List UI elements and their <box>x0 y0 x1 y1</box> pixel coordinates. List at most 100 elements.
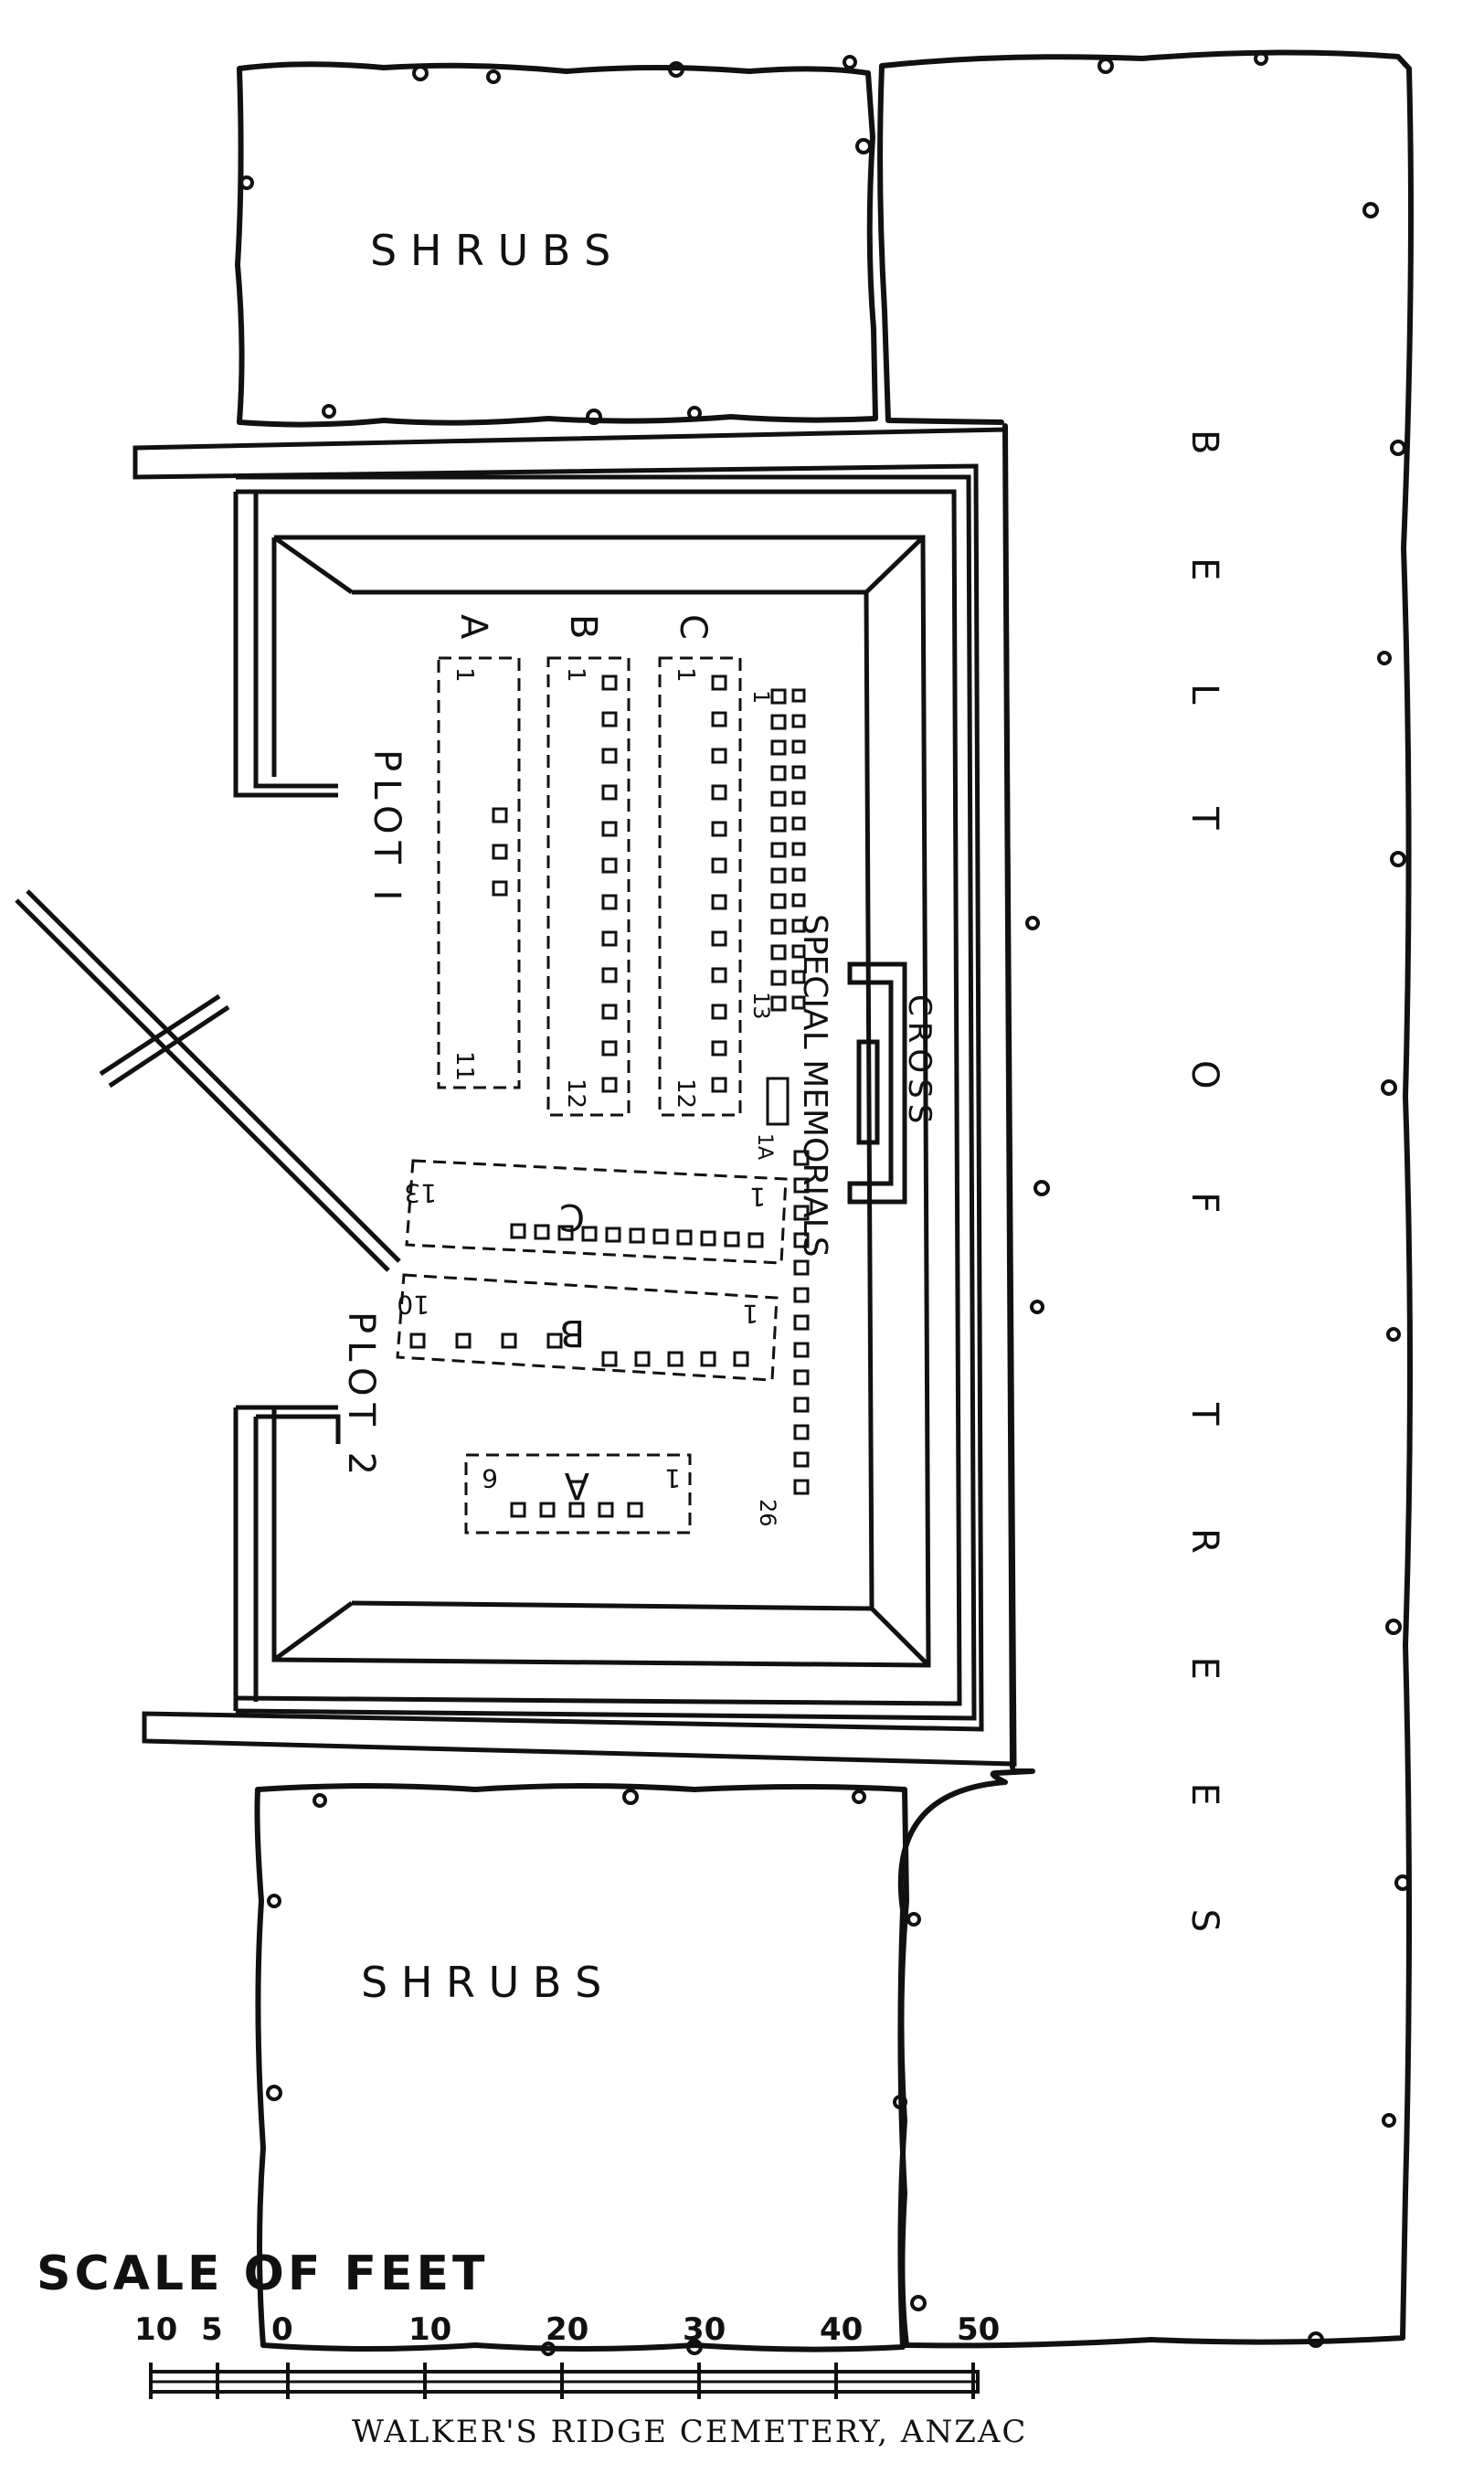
cross-monument <box>847 961 907 1205</box>
plot2-row-a <box>464 1453 692 1535</box>
grave-marker <box>791 791 806 805</box>
special-num-26: 26 <box>755 1499 780 1527</box>
grave-marker <box>793 1342 810 1358</box>
grave-marker <box>770 995 787 1012</box>
shrubs-top-label: S H R U B S <box>370 226 610 275</box>
grave-marker <box>601 930 618 947</box>
plot2-rows <box>396 1159 788 1535</box>
grave-marker <box>770 919 787 935</box>
grave-marker <box>700 1351 716 1367</box>
plot2-row-c-last: 13 <box>404 1178 437 1208</box>
plot1-row-c-last: 12 <box>672 1078 699 1109</box>
special-num-13: 13 <box>748 992 774 1020</box>
plot2-row-c <box>405 1159 788 1265</box>
grave-marker <box>568 1502 585 1518</box>
plot1-graves <box>492 674 727 1093</box>
terrace-inner <box>351 589 874 1611</box>
plot2-row-a-last: 6 <box>482 1463 498 1493</box>
grave-marker <box>601 967 618 983</box>
entrance-left-bottom <box>233 1405 341 1711</box>
grave-marker <box>601 674 618 691</box>
grave-marker <box>791 765 806 780</box>
grave-marker <box>546 1333 563 1349</box>
plot1-row-b-first: 1 <box>562 667 589 683</box>
wall-line-2 <box>235 474 977 1721</box>
hedge-bottom-left <box>254 1783 909 2352</box>
shrubs-bottom-label: S H R U B S <box>361 1958 601 2007</box>
grave-marker <box>791 867 806 882</box>
grave-marker <box>747 1232 764 1248</box>
grave-marker <box>793 1451 810 1468</box>
grave-marker <box>793 1232 810 1248</box>
grave-marker <box>791 688 806 703</box>
plot1-row-a-first: 1 <box>450 667 478 683</box>
grave-marker <box>770 867 787 884</box>
grave-marker <box>711 930 727 947</box>
grave-marker <box>711 821 727 837</box>
grave-marker <box>733 1351 749 1367</box>
grave-marker <box>770 739 787 756</box>
grave-marker <box>770 791 787 807</box>
plot1-row-b-last: 12 <box>562 1078 589 1109</box>
grave-marker <box>711 784 727 801</box>
plot1-row-c <box>658 656 742 1117</box>
grave-marker <box>510 1502 526 1518</box>
grave-marker <box>770 688 787 705</box>
scale-tick-label: 30 <box>683 2311 726 2348</box>
scale-tick-label: 10 <box>408 2311 451 2348</box>
grave-marker <box>793 1205 810 1221</box>
grave-marker <box>793 1287 810 1303</box>
grave-marker <box>711 894 727 910</box>
grave-marker <box>793 1150 810 1166</box>
plot2-row-b-last: 10 <box>397 1290 429 1320</box>
grave-marker <box>557 1225 574 1241</box>
grave-marker <box>793 1177 810 1194</box>
grave-marker <box>770 893 787 909</box>
grave-marker <box>409 1333 426 1349</box>
plot2-row-a-first: 1 <box>664 1463 681 1493</box>
entrance-left-top <box>233 492 338 798</box>
grave-marker <box>791 816 806 831</box>
plot2-row-a-letter: A <box>564 1464 589 1506</box>
plot1-row-a <box>437 656 521 1089</box>
plot1-label: PLOT I <box>366 749 408 908</box>
grave-marker <box>510 1223 526 1239</box>
grave-marker <box>711 1040 727 1057</box>
hedge-top-left <box>235 61 878 428</box>
grave-marker <box>724 1231 740 1248</box>
grave-marker <box>601 821 618 837</box>
grave-marker <box>598 1502 614 1518</box>
grave-marker <box>601 857 618 874</box>
grave-marker <box>492 880 508 897</box>
plot2-row-b-letter: B <box>560 1312 585 1354</box>
grave-marker <box>791 944 806 959</box>
grave-marker <box>793 1314 810 1331</box>
grave-marker <box>793 1479 810 1495</box>
grave-marker <box>711 1077 727 1093</box>
special-memorial-graves <box>770 688 810 1495</box>
grave-marker <box>539 1502 556 1518</box>
grave-marker <box>455 1333 472 1349</box>
special-num-1a: 1A <box>753 1133 776 1160</box>
plot1-row-a-last: 11 <box>450 1051 478 1081</box>
grave-marker <box>629 1227 645 1244</box>
plot2-row-c-first: 1 <box>749 1182 766 1212</box>
grave-marker <box>770 842 787 858</box>
plot2-row-b-first: 1 <box>742 1299 758 1329</box>
grave-marker <box>601 1077 618 1093</box>
grave-marker <box>601 1040 618 1057</box>
scale-tick-label: 20 <box>546 2311 588 2348</box>
grave-marker <box>601 894 618 910</box>
special-num-1: 1 <box>748 690 774 704</box>
grave-marker <box>791 739 806 754</box>
grave-marker <box>676 1229 693 1246</box>
grave-marker <box>791 842 806 856</box>
grave-marker <box>793 1396 810 1413</box>
grave-marker <box>492 844 508 860</box>
grave-marker <box>700 1230 716 1247</box>
grave-marker <box>652 1228 669 1245</box>
grave-marker <box>667 1351 684 1367</box>
grave-marker <box>770 970 787 986</box>
grave-marker <box>711 1004 727 1020</box>
